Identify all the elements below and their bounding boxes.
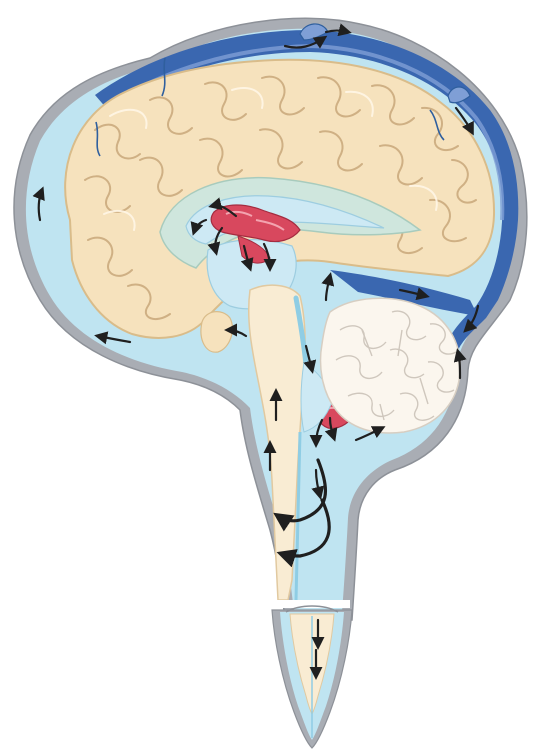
spinal-segment-gap — [270, 600, 350, 608]
